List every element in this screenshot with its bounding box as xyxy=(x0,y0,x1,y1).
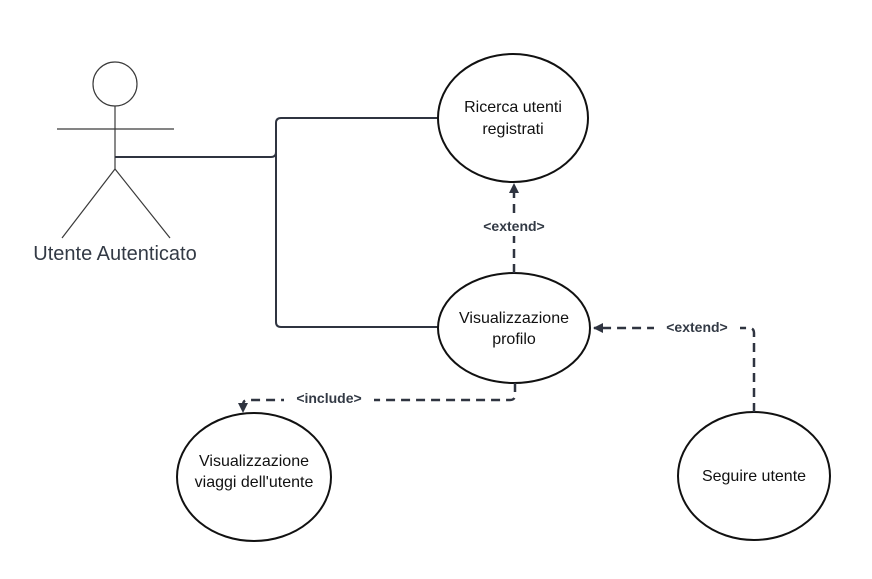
include-label-profile-to-trips: <include> xyxy=(296,390,361,406)
extend-arrow-follow-to-profile xyxy=(593,323,756,412)
use-case-ricerca-line2: registrati xyxy=(482,121,543,138)
extend-label-follow-to-profile: <extend> xyxy=(666,319,727,335)
use-case-profilo-line1: Visualizzazione xyxy=(459,310,569,327)
extend-label-bg-1 xyxy=(472,214,556,236)
actor-head xyxy=(92,61,138,107)
extend-label-bg-2 xyxy=(654,317,740,337)
use-case-ricerca-utenti-registrati[interactable]: Ricerca utenti registrati xyxy=(437,53,589,183)
include-label-bg xyxy=(284,389,374,409)
use-case-viaggi-line2: viaggi dell'utente xyxy=(195,474,314,491)
actor-right-leg xyxy=(114,168,171,239)
use-case-visualizzazione-profilo[interactable]: Visualizzazione profilo xyxy=(437,272,591,384)
extend-label-profile-to-search: <extend> xyxy=(483,218,544,234)
use-case-seguire-line1: Seguire utente xyxy=(702,468,806,485)
use-case-seguire-utente[interactable]: Seguire utente xyxy=(677,411,831,541)
association-actor-to-profile xyxy=(275,152,438,328)
actor-label: Utente Autenticato xyxy=(33,243,196,265)
use-case-visualizzazione-viaggi[interactable]: Visualizzazione viaggi dell'utente xyxy=(176,412,332,542)
include-arrow-profile-to-trips xyxy=(238,383,517,413)
actor-left-leg xyxy=(61,168,116,239)
actor-figure[interactable] xyxy=(57,61,174,239)
use-case-profilo-line2: profilo xyxy=(492,331,536,348)
association-actor-to-search xyxy=(115,117,440,158)
use-case-viaggi-line1: Visualizzazione xyxy=(199,453,309,470)
use-case-ricerca-line1: Ricerca utenti xyxy=(464,99,562,116)
